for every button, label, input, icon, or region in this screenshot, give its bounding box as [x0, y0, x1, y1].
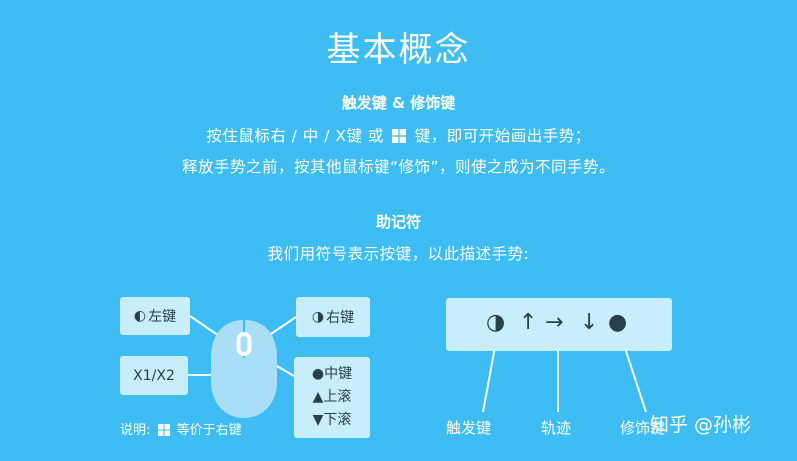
middle-key-row: ●中键 — [312, 363, 352, 386]
note-suffix: 等价于右键 — [176, 423, 242, 438]
modifier-label: 修饰键 — [620, 419, 666, 437]
right-key-label: 右键 — [326, 310, 355, 326]
scroll-down-label: 下滚 — [323, 412, 352, 428]
left-key-box: ◐ 左键 — [120, 297, 190, 335]
middle-key-label: 中键 — [324, 366, 353, 382]
triangle-down-icon: ▼ — [312, 412, 324, 428]
mouse-icon — [211, 320, 277, 418]
trajectory-label: 轨迹 — [541, 419, 572, 437]
trigger-text-part1: 按住鼠标右 / 中 / X键 或 — [206, 127, 384, 145]
note-prefix: 说明: — [120, 423, 151, 438]
triangle-up-icon: ▲ — [312, 389, 324, 405]
filled-circle-icon: ● — [311, 366, 325, 382]
left-key-label: 左键 — [148, 309, 177, 325]
gesture-symbol-panel: ◑ ↑ → ↓ ● — [446, 298, 672, 351]
x-keys-label: X1/X2 — [133, 367, 175, 384]
windows-key-note: 说明: 等价于右键 — [120, 419, 242, 438]
windows-icon — [392, 129, 407, 143]
trigger-description-line1: 按住鼠标右 / 中 / X键 或 键，即可开始画出手势； — [0, 124, 797, 146]
x-keys-box: X1/X2 — [120, 356, 188, 395]
windows-icon — [157, 424, 170, 436]
modifier-symbol-icon: ● — [608, 310, 628, 335]
left-half-circle-icon: ◐ — [133, 308, 147, 324]
right-half-circle-icon: ◑ — [311, 309, 325, 325]
zhihu-watermark: 知乎 @孙彬 — [650, 414, 752, 436]
trigger-label: 触发键 — [446, 419, 492, 437]
arrow-up-icon: ↑ — [519, 310, 538, 335]
trigger-symbol-icon: ◑ — [486, 310, 506, 335]
arrow-right-icon: → — [545, 310, 564, 335]
mnemonic-heading: 助记符 — [375, 213, 421, 231]
scroll-up-label: 上滚 — [323, 389, 352, 405]
scroll-up-row: ▲上滚 — [313, 386, 352, 409]
trigger-modifier-heading: 触发键 & 修饰键 — [341, 94, 456, 112]
page-title: 基本概念 — [326, 30, 471, 70]
scroll-down-row: ▼下滚 — [313, 409, 352, 432]
trigger-description-line2: 释放手势之前，按其他鼠标键“修饰”，则使之成为不同手势。 — [181, 158, 616, 176]
middle-scroll-box: ●中键 ▲上滚 ▼下滚 — [294, 357, 370, 438]
trigger-text-part2: 键，即可开始画出手势； — [414, 127, 591, 145]
mnemonic-description: 我们用符号表示按键，以此描述手势: — [267, 245, 530, 263]
right-key-box: ◑ 右键 — [296, 297, 370, 337]
arrow-down-icon: ↓ — [580, 310, 599, 335]
